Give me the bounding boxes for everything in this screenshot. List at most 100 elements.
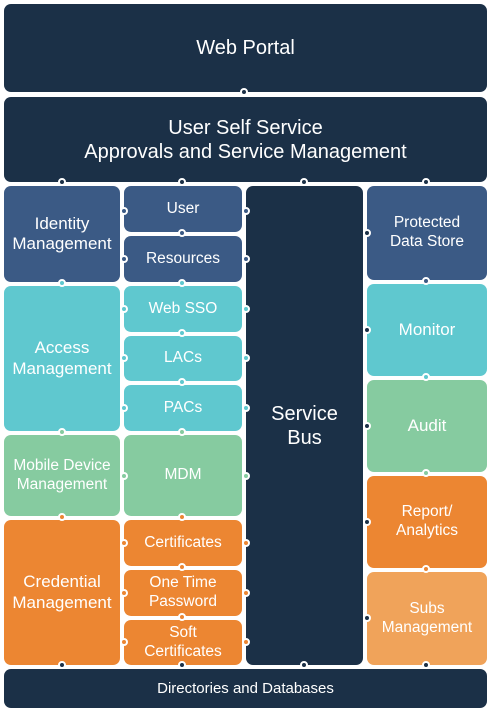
connector-dot: [300, 661, 308, 669]
subs-label-1: Subs: [409, 599, 445, 617]
connector-dot: [58, 428, 66, 436]
soft-label-1: Soft: [169, 623, 197, 641]
connector-dot: [178, 329, 186, 337]
one-time-password-block: One Time Password: [124, 570, 242, 616]
connector-dot: [58, 513, 66, 521]
connector-dot: [363, 326, 371, 334]
otp-label-1: One Time: [149, 574, 217, 592]
connector-dot: [363, 229, 371, 237]
connector-dot: [58, 279, 66, 287]
web-portal-block: Web Portal: [4, 4, 487, 92]
report-analytics-block: Report/ Analytics: [367, 476, 487, 568]
mdm-label-1: Mobile Device: [13, 456, 111, 474]
connector-dot: [363, 422, 371, 430]
soft-certificates-block: Soft Certificates: [124, 620, 242, 665]
connector-dot: [242, 207, 250, 215]
web-sso-block: Web SSO: [124, 286, 242, 332]
connector-dot: [178, 661, 186, 669]
service-bus-label-1: Service: [271, 402, 338, 425]
connector-dot: [422, 565, 430, 573]
connector-dot: [120, 354, 128, 362]
credential-label-2: Management: [12, 592, 112, 612]
connector-dot: [178, 513, 186, 521]
report-label-1: Report/: [401, 503, 453, 521]
subs-management-block: Subs Management: [367, 572, 487, 665]
connector-dot: [422, 469, 430, 477]
mdm-block: MDM: [124, 435, 242, 516]
certificates-label: Certificates: [144, 533, 222, 551]
access-management-block: Access Management: [4, 286, 120, 431]
connector-dot: [178, 229, 186, 237]
user-block: User: [124, 186, 242, 232]
soft-label-2: Certificates: [144, 642, 222, 660]
access-label-1: Access: [34, 338, 90, 358]
credential-management-block: Credential Management: [4, 520, 120, 665]
connector-dot: [120, 207, 128, 215]
mdm-short-label: MDM: [164, 466, 202, 484]
report-label-2: Analytics: [395, 522, 459, 539]
connector-dot: [178, 378, 186, 386]
connector-dot: [242, 589, 250, 597]
credential-label-1: Credential: [23, 572, 101, 592]
resources-block: Resources: [124, 236, 242, 282]
connector-dot: [58, 661, 66, 669]
otp-label-2: Password: [148, 593, 218, 610]
directories-label: Directories and Databases: [157, 679, 334, 697]
mobile-device-management-block: Mobile Device Management: [4, 435, 120, 516]
mdm-label-2: Management: [16, 475, 108, 493]
connector-dot: [178, 178, 186, 186]
subs-label-2: Management: [381, 618, 473, 636]
connector-dot: [422, 373, 430, 381]
identity-label-2: Management: [12, 234, 112, 253]
lacs-block: LACs: [124, 336, 242, 381]
connector-dot: [240, 88, 248, 96]
connector-dot: [120, 589, 128, 597]
connector-dot: [242, 354, 250, 362]
service-bus-block: Service Bus: [246, 186, 363, 665]
protected-label-1: Protected: [393, 214, 461, 232]
directories-databases-block: Directories and Databases: [4, 669, 487, 708]
connector-dot: [242, 472, 250, 480]
approvals-label: Approvals and Service Management: [84, 140, 407, 163]
pacs-block: PACs: [124, 385, 242, 431]
access-label-2: Management: [12, 358, 112, 378]
connector-dot: [120, 638, 128, 646]
protected-label-2: Data Store: [389, 233, 465, 250]
connector-dot: [120, 539, 128, 547]
connector-dot: [363, 614, 371, 622]
connector-dot: [422, 178, 430, 186]
connector-dot: [120, 472, 128, 480]
identity-label-1: Identity: [34, 213, 90, 233]
user-self-service-block: User Self Service Approvals and Service …: [4, 97, 487, 182]
connector-dot: [178, 613, 186, 621]
connector-dot: [242, 255, 250, 263]
connector-dot: [120, 305, 128, 313]
connector-dot: [422, 661, 430, 669]
connector-dot: [363, 518, 371, 526]
connector-dot: [120, 255, 128, 263]
connector-dot: [242, 305, 250, 313]
connector-dot: [178, 563, 186, 571]
identity-management-block: Identity Management: [4, 186, 120, 282]
user-label: User: [166, 199, 200, 217]
audit-block: Audit: [367, 380, 487, 472]
monitor-label: Monitor: [398, 319, 456, 339]
connector-dot: [242, 638, 250, 646]
self-service-label: User Self Service: [168, 116, 323, 139]
connector-dot: [178, 279, 186, 287]
certificates-block: Certificates: [124, 520, 242, 566]
connector-dot: [178, 428, 186, 436]
web-sso-label: Web SSO: [148, 299, 218, 317]
monitor-block: Monitor: [367, 284, 487, 376]
lacs-label: LACs: [164, 349, 202, 367]
service-bus-label-2: Bus: [287, 426, 322, 449]
connector-dot: [242, 539, 250, 547]
protected-data-store-block: Protected Data Store: [367, 186, 487, 280]
web-portal-label: Web Portal: [196, 37, 295, 59]
connector-dot: [422, 277, 430, 285]
connector-dot: [120, 404, 128, 412]
connector-dot: [58, 178, 66, 186]
pacs-label: PACs: [163, 398, 203, 416]
connector-dot: [300, 178, 308, 186]
audit-label: Audit: [407, 415, 447, 435]
